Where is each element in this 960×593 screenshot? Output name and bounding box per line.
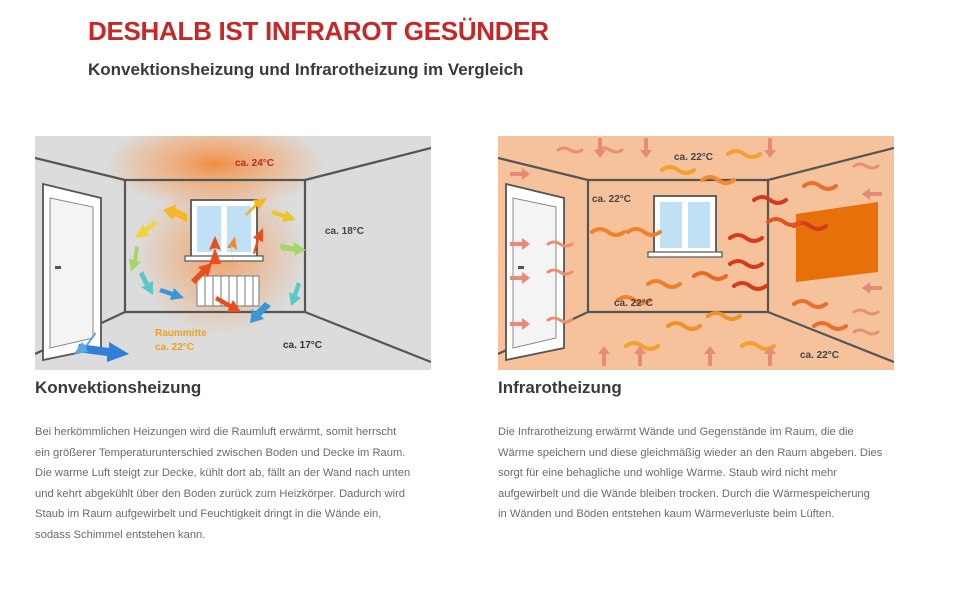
ceiling-temp-label: ca. 24°C — [235, 158, 274, 169]
infrared-panel-icon — [796, 202, 878, 282]
convection-title: Konvektionsheizung — [35, 378, 202, 397]
text-line: aufgewirbelt und die Wände bleiben trock… — [498, 487, 870, 500]
wall-temp-label: ca. 18°C — [325, 226, 364, 237]
ceiling-temp-label: ca. 22°C — [674, 152, 713, 163]
text-line: Staub im Raum aufgewirbelt und Feuchtigk… — [35, 508, 382, 520]
edge-arrows — [510, 138, 882, 366]
window-icon — [184, 199, 264, 262]
convection-illustration: ca. 24°C ca. 18°C Raummitte ca. 22°C ca.… — [35, 136, 431, 370]
air-circulation-arrows — [74, 198, 306, 362]
text-line: Die Infrarotheizung erwärmt Wände und Ge… — [498, 426, 854, 438]
subheadline: Konvektionsheizung und Infrarotheizung i… — [88, 60, 524, 79]
text-line: und kehrt abgekühlt über den Boden zurüc… — [35, 487, 406, 500]
convection-description: Bei herkömmlichen Heizungen wird die Rau… — [35, 422, 435, 545]
text-line: sorgt für eine behagliche und wohlige Wä… — [498, 467, 837, 479]
infrared-illustration: ca. 22°C ca. 22°C ca. 22°C ca. 22°C — [498, 136, 894, 370]
center-temp-label: ca. 22°C — [614, 298, 653, 309]
room-center-temp-label: ca. 22°C — [155, 342, 194, 353]
text-line: in Wänden und Böden entstehen kaum Wärme… — [498, 508, 835, 520]
room-center-label: Raummitte — [155, 328, 207, 339]
door-icon — [505, 182, 565, 362]
text-line: Wärme speichern und diese gleichmäßig wi… — [498, 446, 883, 459]
window-icon — [647, 195, 723, 258]
door-icon — [42, 182, 102, 362]
floor-temp-label: ca. 17°C — [283, 340, 322, 351]
text-line: Bei herkömmlichen Heizungen wird die Rau… — [35, 426, 397, 438]
radiator-icon — [196, 275, 260, 307]
text-line: sodass Schimmel entstehen kann. — [35, 528, 206, 541]
heat-wave-arrows — [546, 146, 880, 351]
wall-temp-label: ca. 22°C — [592, 194, 631, 205]
text-line: ein größerer Temperaturunterschied zwisc… — [35, 446, 406, 459]
text-line: Die warme Luft steigt zur Decke, kühlt d… — [35, 467, 411, 479]
infrared-title: Infrarotheizung — [498, 378, 622, 397]
infrared-description: Die Infrarotheizung erwärmt Wände und Ge… — [498, 422, 898, 525]
headline: DESHALB IST INFRAROT GESÜNDER — [88, 16, 549, 46]
floor-temp-label: ca. 22°C — [800, 350, 839, 361]
